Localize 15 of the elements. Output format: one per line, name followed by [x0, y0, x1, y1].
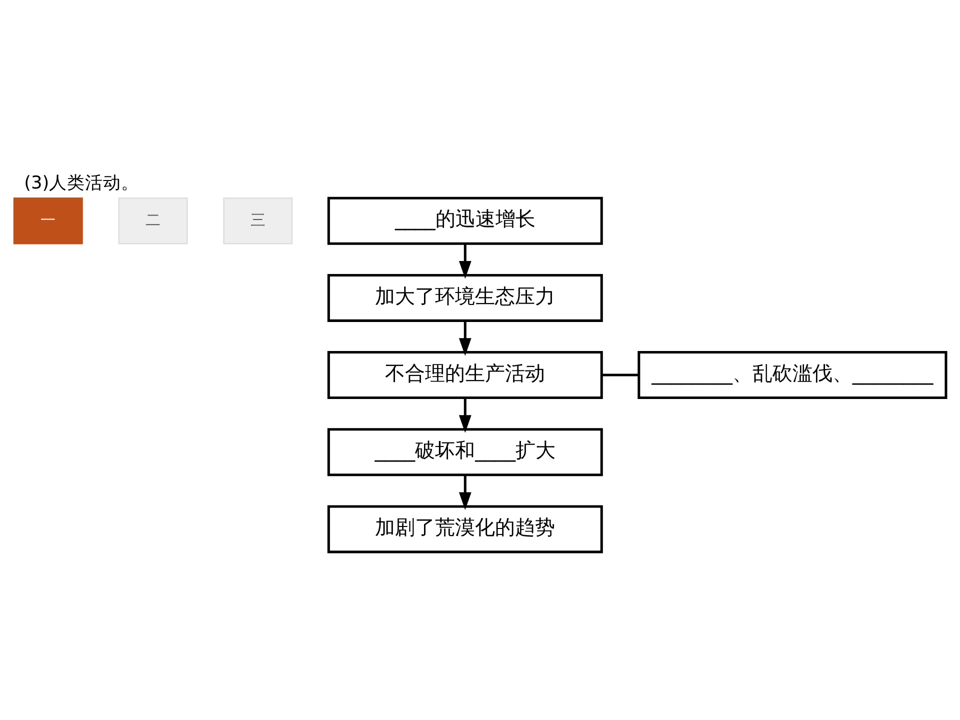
arrow [458, 243, 472, 278]
node-box: 三 [223, 196, 293, 244]
node-box: ________、乱砍滥伐、________ [638, 350, 948, 399]
node-box: 二 [118, 196, 188, 244]
connector [602, 373, 639, 376]
node-box: 一 [13, 196, 83, 244]
node-box: 加剧了荒漠化的趋势 [327, 504, 603, 553]
node-box: ____的迅速增长 [327, 196, 603, 244]
node-box: 加大了环境生态压力 [327, 273, 603, 322]
node-box: ____破坏和____扩大 [327, 428, 603, 476]
arrow [458, 474, 472, 510]
arrow [458, 397, 472, 432]
arrow [458, 320, 472, 356]
node-box: 不合理的生产活动 [327, 350, 603, 399]
diagram-title: (3)人类活动。 [24, 172, 140, 193]
